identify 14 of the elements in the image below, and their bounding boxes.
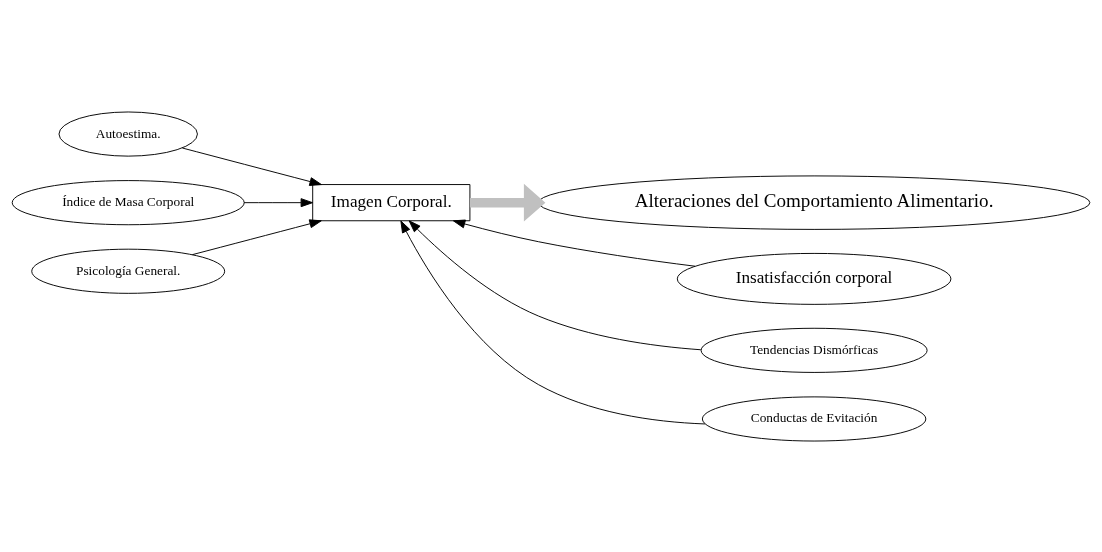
node-ellipse: Conductas de Evitación (701, 395, 927, 441)
node-box: Imagen Corporal. (312, 183, 471, 221)
arrow (408, 219, 702, 350)
arrow (400, 220, 706, 424)
node-ellipse: Insatisfacción corporal (676, 252, 952, 305)
arrow (243, 197, 313, 207)
arrow (181, 147, 322, 186)
node-ellipse: Índice de Masa Corporal (11, 179, 245, 225)
arrow (469, 183, 546, 221)
node-ellipse: Tendencias Dismórficas (700, 327, 928, 373)
arrow (191, 218, 322, 255)
node-ellipse: Autoestima. (58, 111, 198, 157)
node-ellipse: Psicología General. (31, 248, 226, 294)
arrow (452, 219, 696, 267)
